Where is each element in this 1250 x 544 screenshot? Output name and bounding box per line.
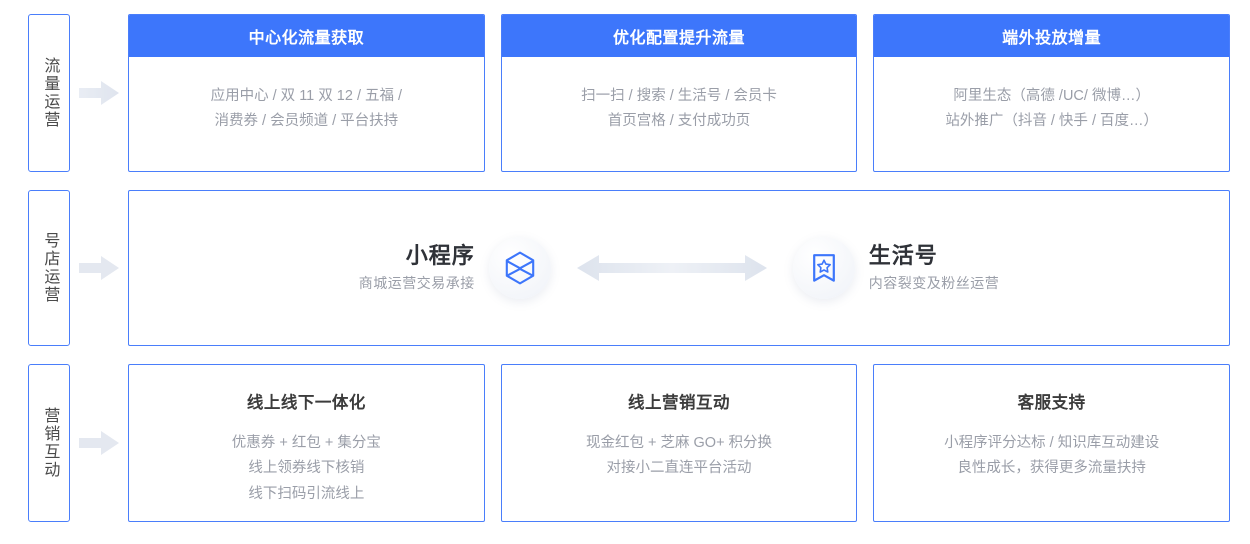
card-body-line: 首页宫格 / 支付成功页 xyxy=(607,113,751,129)
card-header-title: 中心化流量获取 xyxy=(129,15,484,57)
row-account-store-operations: 号店运营 小程序 商城运营交易承接 xyxy=(0,190,1250,346)
life-account-icon-circle xyxy=(792,237,855,299)
card-title: 线上线下一体化 xyxy=(246,394,366,412)
row-label-text: 流量运营 xyxy=(41,57,59,129)
node-subtitle: 内容裂变及粉丝运营 xyxy=(868,274,1000,291)
row-label-text: 号店运营 xyxy=(41,232,59,304)
card-body-line: 优惠券 + 红包 + 集分宝 xyxy=(231,435,381,451)
arrow-right-icon xyxy=(79,81,119,105)
card-optimized-config-traffic[interactable]: 优化配置提升流量 扫一扫 / 搜索 / 生活号 / 会员卡 首页宫格 / 支付成… xyxy=(500,14,858,172)
row-connector-arrow-2 xyxy=(70,190,128,346)
node-title: 生活号 xyxy=(868,243,938,269)
card-centralized-traffic[interactable]: 中心化流量获取 应用中心 / 双 11 双 12 / 五福 / 消费券 / 会员… xyxy=(128,14,485,172)
card-title: 线上营销互动 xyxy=(628,394,730,412)
card-customer-service-support[interactable]: 客服支持 小程序评分达标 / 知识库互动建设 良性成长，获得更多流量扶持 xyxy=(873,364,1231,522)
row-label-traffic-operations: 流量运营 xyxy=(28,14,70,172)
card-body: 客服支持 小程序评分达标 / 知识库互动建设 良性成长，获得更多流量扶持 xyxy=(874,365,1229,521)
row3-card-group: 线上线下一体化 优惠券 + 红包 + 集分宝 线上领券线下核销 线下扫码引流线上… xyxy=(128,364,1250,522)
card-body-line: 应用中心 / 双 11 双 12 / 五福 / xyxy=(210,87,403,104)
row1-card-group: 中心化流量获取 应用中心 / 双 11 双 12 / 五福 / 消费券 / 会员… xyxy=(128,14,1250,172)
account-store-panel: 小程序 商城运营交易承接 xyxy=(128,190,1230,346)
card-body: 扫一扫 / 搜索 / 生活号 / 会员卡 首页宫格 / 支付成功页 xyxy=(502,57,857,171)
panel-inner: 小程序 商城运营交易承接 xyxy=(129,237,1229,299)
card-body: 阿里生态（高德 /UC/ 微博…） 站外推广（抖音 / 快手 / 百度…） xyxy=(874,57,1229,171)
row-marketing-interaction: 营销互动 线上线下一体化 优惠券 + 红包 + 集分宝 线上领券线下核销 线下扫… xyxy=(0,364,1250,522)
arrow-right-icon xyxy=(79,431,119,455)
row-connector-arrow-1 xyxy=(70,14,128,172)
node-mini-program[interactable]: 小程序 商城运营交易承接 xyxy=(359,237,551,299)
card-body-line: 站外推广（抖音 / 快手 / 百度…） xyxy=(945,113,1159,129)
card-title: 客服支持 xyxy=(1017,394,1086,412)
card-body-line: 对接小二直连平台活动 xyxy=(606,460,752,477)
node-life-account[interactable]: 生活号 内容裂变及粉丝运营 xyxy=(792,237,1000,299)
card-external-delivery-growth[interactable]: 端外投放增量 阿里生态（高德 /UC/ 微博…） 站外推广（抖音 / 快手 / … xyxy=(873,14,1231,172)
card-online-marketing-interaction[interactable]: 线上营销互动 现金红包 + 芝麻 GO+ 积分换 对接小二直连平台活动 xyxy=(500,364,858,522)
card-body-line: 小程序评分达标 / 知识库互动建设 xyxy=(944,435,1160,451)
node-mini-program-text: 小程序 商城运营交易承接 xyxy=(359,242,475,294)
arrow-right-icon xyxy=(79,256,119,280)
node-life-account-text: 生活号 内容裂变及粉丝运营 xyxy=(869,242,1000,294)
card-body-line: 线下扫码引流线上 xyxy=(248,485,365,502)
card-body-line: 良性成长，获得更多流量扶持 xyxy=(957,460,1146,477)
mini-program-hexagon-icon xyxy=(505,251,534,285)
card-body-line: 消费券 / 会员频道 / 平台扶持 xyxy=(214,113,399,129)
card-body-line: 扫一扫 / 搜索 / 生活号 / 会员卡 xyxy=(581,87,777,104)
card-online-offline-integration[interactable]: 线上线下一体化 优惠券 + 红包 + 集分宝 线上领券线下核销 线下扫码引流线上 xyxy=(128,364,485,522)
bidirectional-arrow-icon xyxy=(576,255,767,281)
node-title: 小程序 xyxy=(405,243,475,269)
row-connector-arrow-3 xyxy=(70,364,128,522)
row-label-account-store-operations: 号店运营 xyxy=(28,190,70,346)
card-header-title: 优化配置提升流量 xyxy=(501,15,857,57)
card-body: 线上线下一体化 优惠券 + 红包 + 集分宝 线上领券线下核销 线下扫码引流线上 xyxy=(129,365,484,521)
card-header-title: 端外投放增量 xyxy=(874,15,1230,57)
node-subtitle: 商城运营交易承接 xyxy=(358,274,475,291)
row-traffic-operations: 流量运营 中心化流量获取 应用中心 / 双 11 双 12 / 五福 / 消费券… xyxy=(0,14,1250,172)
card-body: 线上营销互动 现金红包 + 芝麻 GO+ 积分换 对接小二直连平台活动 xyxy=(502,365,857,521)
life-account-bookmark-star-icon xyxy=(812,254,835,282)
card-body-line: 线上领券线下核销 xyxy=(248,460,365,477)
row-label-marketing-interaction: 营销互动 xyxy=(28,364,70,522)
mini-program-icon-circle xyxy=(488,237,551,299)
card-body-line: 现金红包 + 芝麻 GO+ 积分换 xyxy=(585,435,773,451)
card-body: 应用中心 / 双 11 双 12 / 五福 / 消费券 / 会员频道 / 平台扶… xyxy=(129,57,484,171)
row-label-text: 营销互动 xyxy=(41,407,59,479)
card-body-line: 阿里生态（高德 /UC/ 微博…） xyxy=(953,87,1150,104)
